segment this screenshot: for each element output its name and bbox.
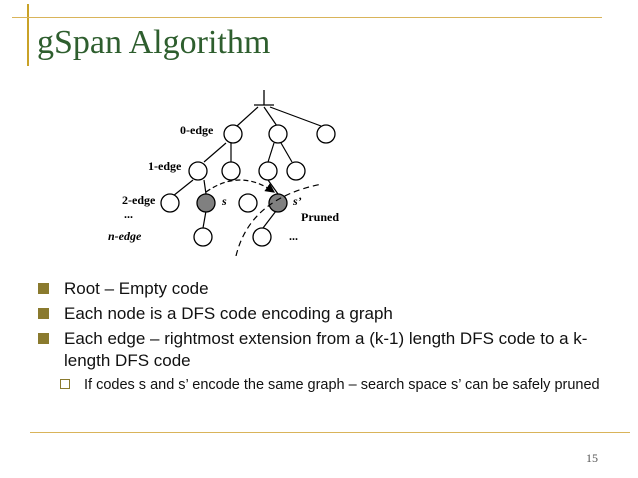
label-s: s [221,194,227,208]
tree-node [221,161,241,181]
top-rule [12,17,602,18]
tree-node [238,193,258,213]
tree-node [160,193,180,213]
slide-title: gSpan Algorithm [37,24,271,61]
dfs-code-tree-diagram: 0-edge 1-edge 2-edge ... n-edge s s’ Pru… [108,90,339,256]
tree-node [193,227,213,247]
tree-nodes [160,124,336,247]
bullet-list: Root – Empty code Each node is a DFS cod… [36,278,616,395]
bullet-item: Root – Empty code [36,278,616,300]
bullet-item: Each node is a DFS code encoding a graph [36,303,616,325]
label-ellipsis-right: ... [289,229,298,243]
equivalence-arrow [205,179,275,193]
tree-node [316,124,336,144]
label-s-prime: s’ [292,194,302,208]
bullet-text: Each edge – rightmost extension from a (… [64,329,588,370]
bullet-text: Root – Empty code [64,279,209,298]
square-bullet-icon [38,308,49,319]
tree-node [188,161,208,181]
square-bullet-icon [38,283,49,294]
tree-node [252,227,272,247]
page-number: 15 [586,451,598,465]
tree-node [223,124,243,144]
hollow-square-bullet-icon [60,379,70,389]
bullet-text: Each node is a DFS code encoding a graph [64,304,393,323]
label-pruned: Pruned [301,210,339,224]
root-symbol [254,90,274,106]
square-bullet-icon [38,333,49,344]
label-2-edge: 2-edge [122,193,156,207]
tree-node-s [196,193,216,213]
label-ellipsis: ... [124,207,133,221]
bottom-rule [30,432,630,433]
label-0-edge: 0-edge [180,123,214,137]
tree-node-s-prime [268,193,288,213]
label-1-edge: 1-edge [148,159,182,173]
tree-node [286,161,306,181]
tree-node [258,161,278,181]
sub-bullet-item: If codes s and s’ encode the same graph … [36,375,616,395]
pruning-boundary [235,183,323,256]
title-accent-line [27,4,29,66]
tree-edges [172,106,322,229]
bullet-item: Each edge – rightmost extension from a (… [36,328,616,372]
label-n-edge: n-edge [108,229,142,243]
sub-bullet-text: If codes s and s’ encode the same graph … [84,377,600,393]
tree-node [268,124,288,144]
